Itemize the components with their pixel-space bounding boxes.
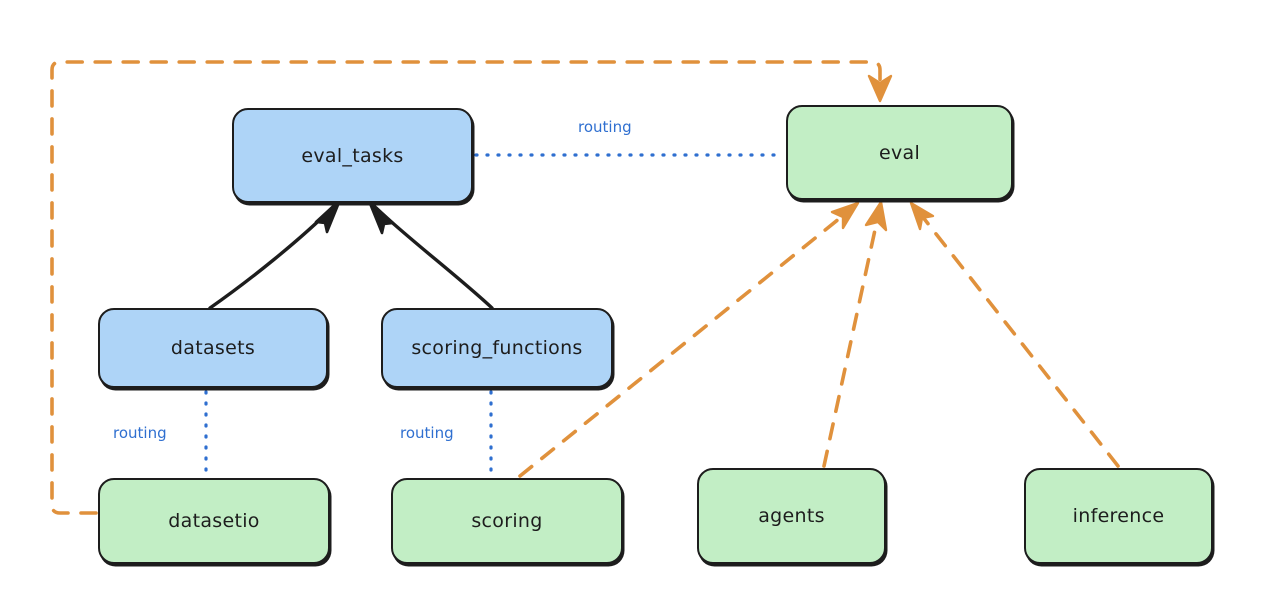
node-eval_tasks[interactable]: eval_tasks [232, 108, 473, 203]
node-label-eval_tasks: eval_tasks [301, 144, 404, 167]
node-label-agents: agents [758, 505, 825, 527]
edge-label-routing-eval: routing [578, 118, 632, 136]
node-datasets[interactable]: datasets [98, 308, 328, 388]
node-eval[interactable]: eval [786, 105, 1013, 200]
node-scoring_functions[interactable]: scoring_functions [381, 308, 613, 388]
edge-inference-to-eval [909, 201, 1120, 468]
node-scoring[interactable]: scoring [391, 478, 623, 564]
edge-label-routing-datasetio: routing [113, 424, 167, 442]
node-label-eval: eval [878, 141, 921, 164]
edge-scoring_functions-to-eval_tasks [367, 199, 494, 310]
node-label-datasetio: datasetio [168, 510, 260, 532]
node-agents[interactable]: agents [697, 468, 886, 564]
edge-datasets-to-eval_tasks [208, 198, 342, 310]
node-label-datasets: datasets [170, 337, 256, 359]
node-datasetio[interactable]: datasetio [98, 478, 330, 564]
node-inference[interactable]: inference [1024, 468, 1213, 564]
edge-label-routing-scoring: routing [400, 424, 454, 442]
node-label-inference: inference [1072, 505, 1165, 527]
node-label-scoring_functions: scoring_functions [411, 337, 583, 359]
node-label-scoring: scoring [471, 510, 543, 532]
edge-agents-to-eval [822, 200, 888, 468]
